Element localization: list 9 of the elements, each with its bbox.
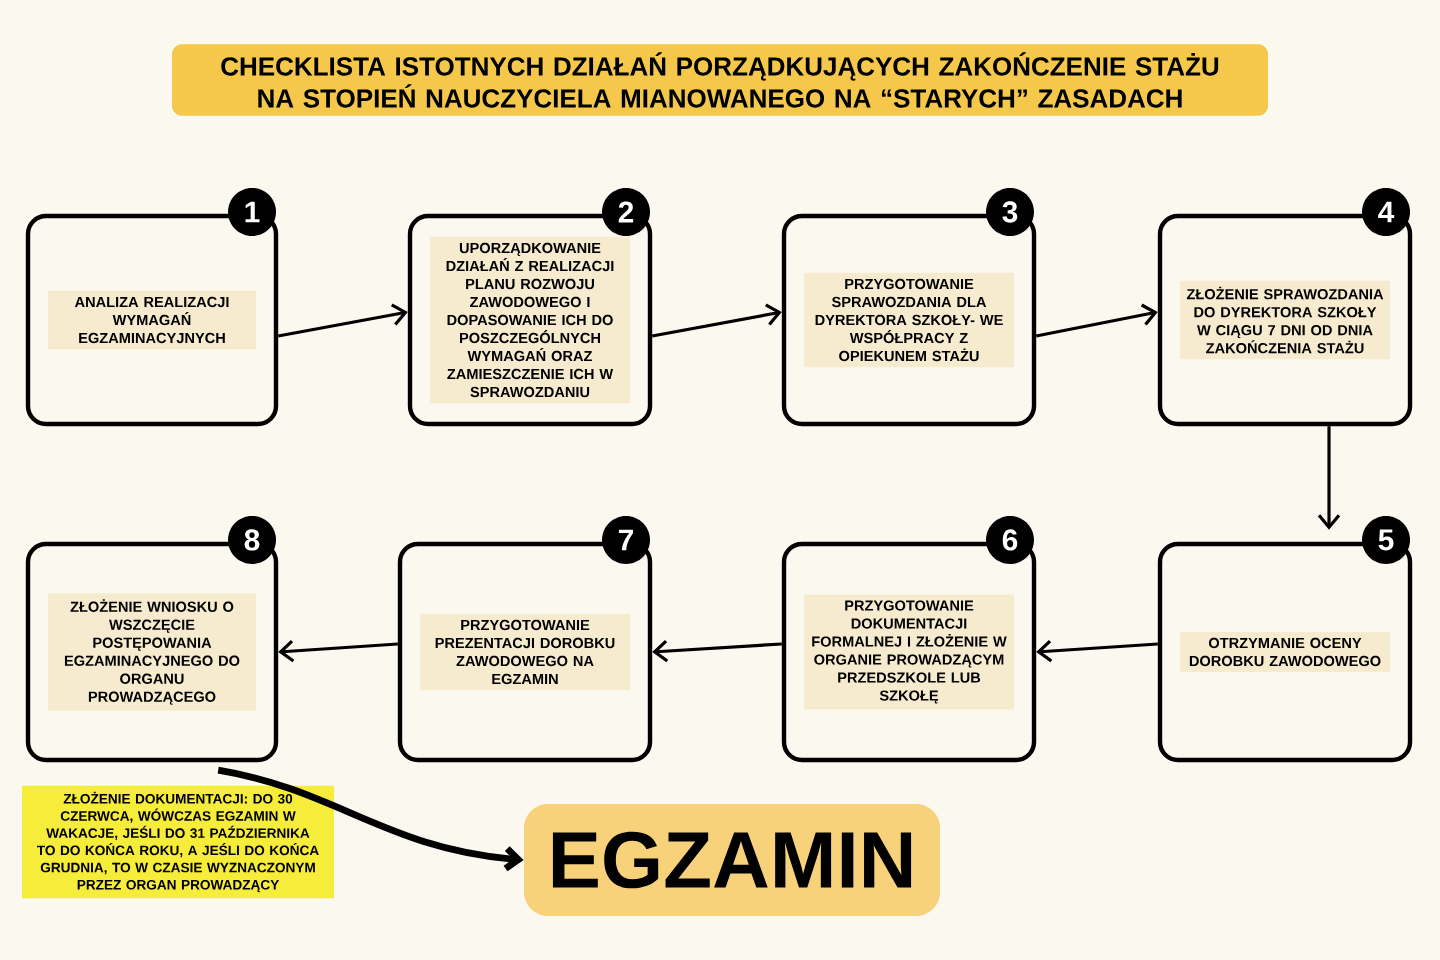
arrow (277, 303, 408, 338)
title-banner: CHECKLISTA ISTOTNYCH DZIAŁAŃ PORZĄDKUJĄCYCH ZAKOŃCZENIE STAŻU NA STOPIEŃ NAUCZYCIELA MIANOWANEGO NA “STARYCH” ZASADACH (172, 44, 1268, 116)
exam-banner: EGZAMIN (524, 804, 940, 916)
arrow (1036, 639, 1158, 663)
arrow (1317, 426, 1341, 530)
arrow (652, 639, 782, 663)
arrow (278, 639, 398, 663)
arrow (1035, 303, 1158, 338)
arrow (651, 303, 782, 338)
